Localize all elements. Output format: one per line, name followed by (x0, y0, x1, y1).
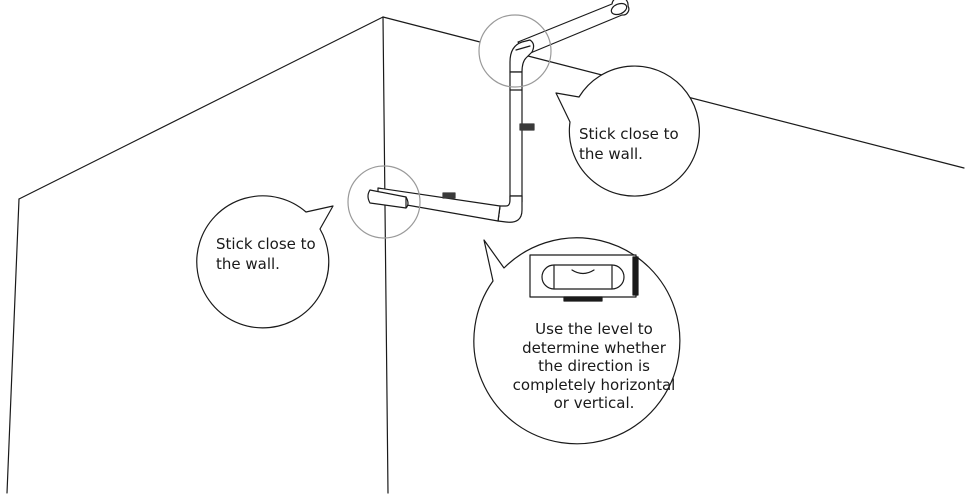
wall-clip-icon (519, 123, 535, 131)
pipe-top-elbow (509, 39, 535, 73)
wall-outline (6, 16, 965, 494)
detail-circle-left (347, 165, 421, 239)
callout-right-text: Stick close to the wall. (579, 125, 679, 163)
callout-left-text: Stick close to the wall. (216, 235, 316, 273)
detail-circle-top (478, 14, 552, 88)
callout-bubble-right (555, 65, 700, 197)
pipe-vertical (509, 71, 523, 203)
pipe-bottom-elbow (497, 195, 523, 223)
callout-level-text: Use the level to determine whether the d… (512, 320, 676, 412)
callout-bubble-left (196, 195, 334, 329)
pipe-horizontal (367, 187, 501, 222)
pipe-top-gutter (517, 0, 630, 55)
wall-clip-icon (442, 192, 456, 199)
spirit-level-icon (529, 254, 639, 302)
